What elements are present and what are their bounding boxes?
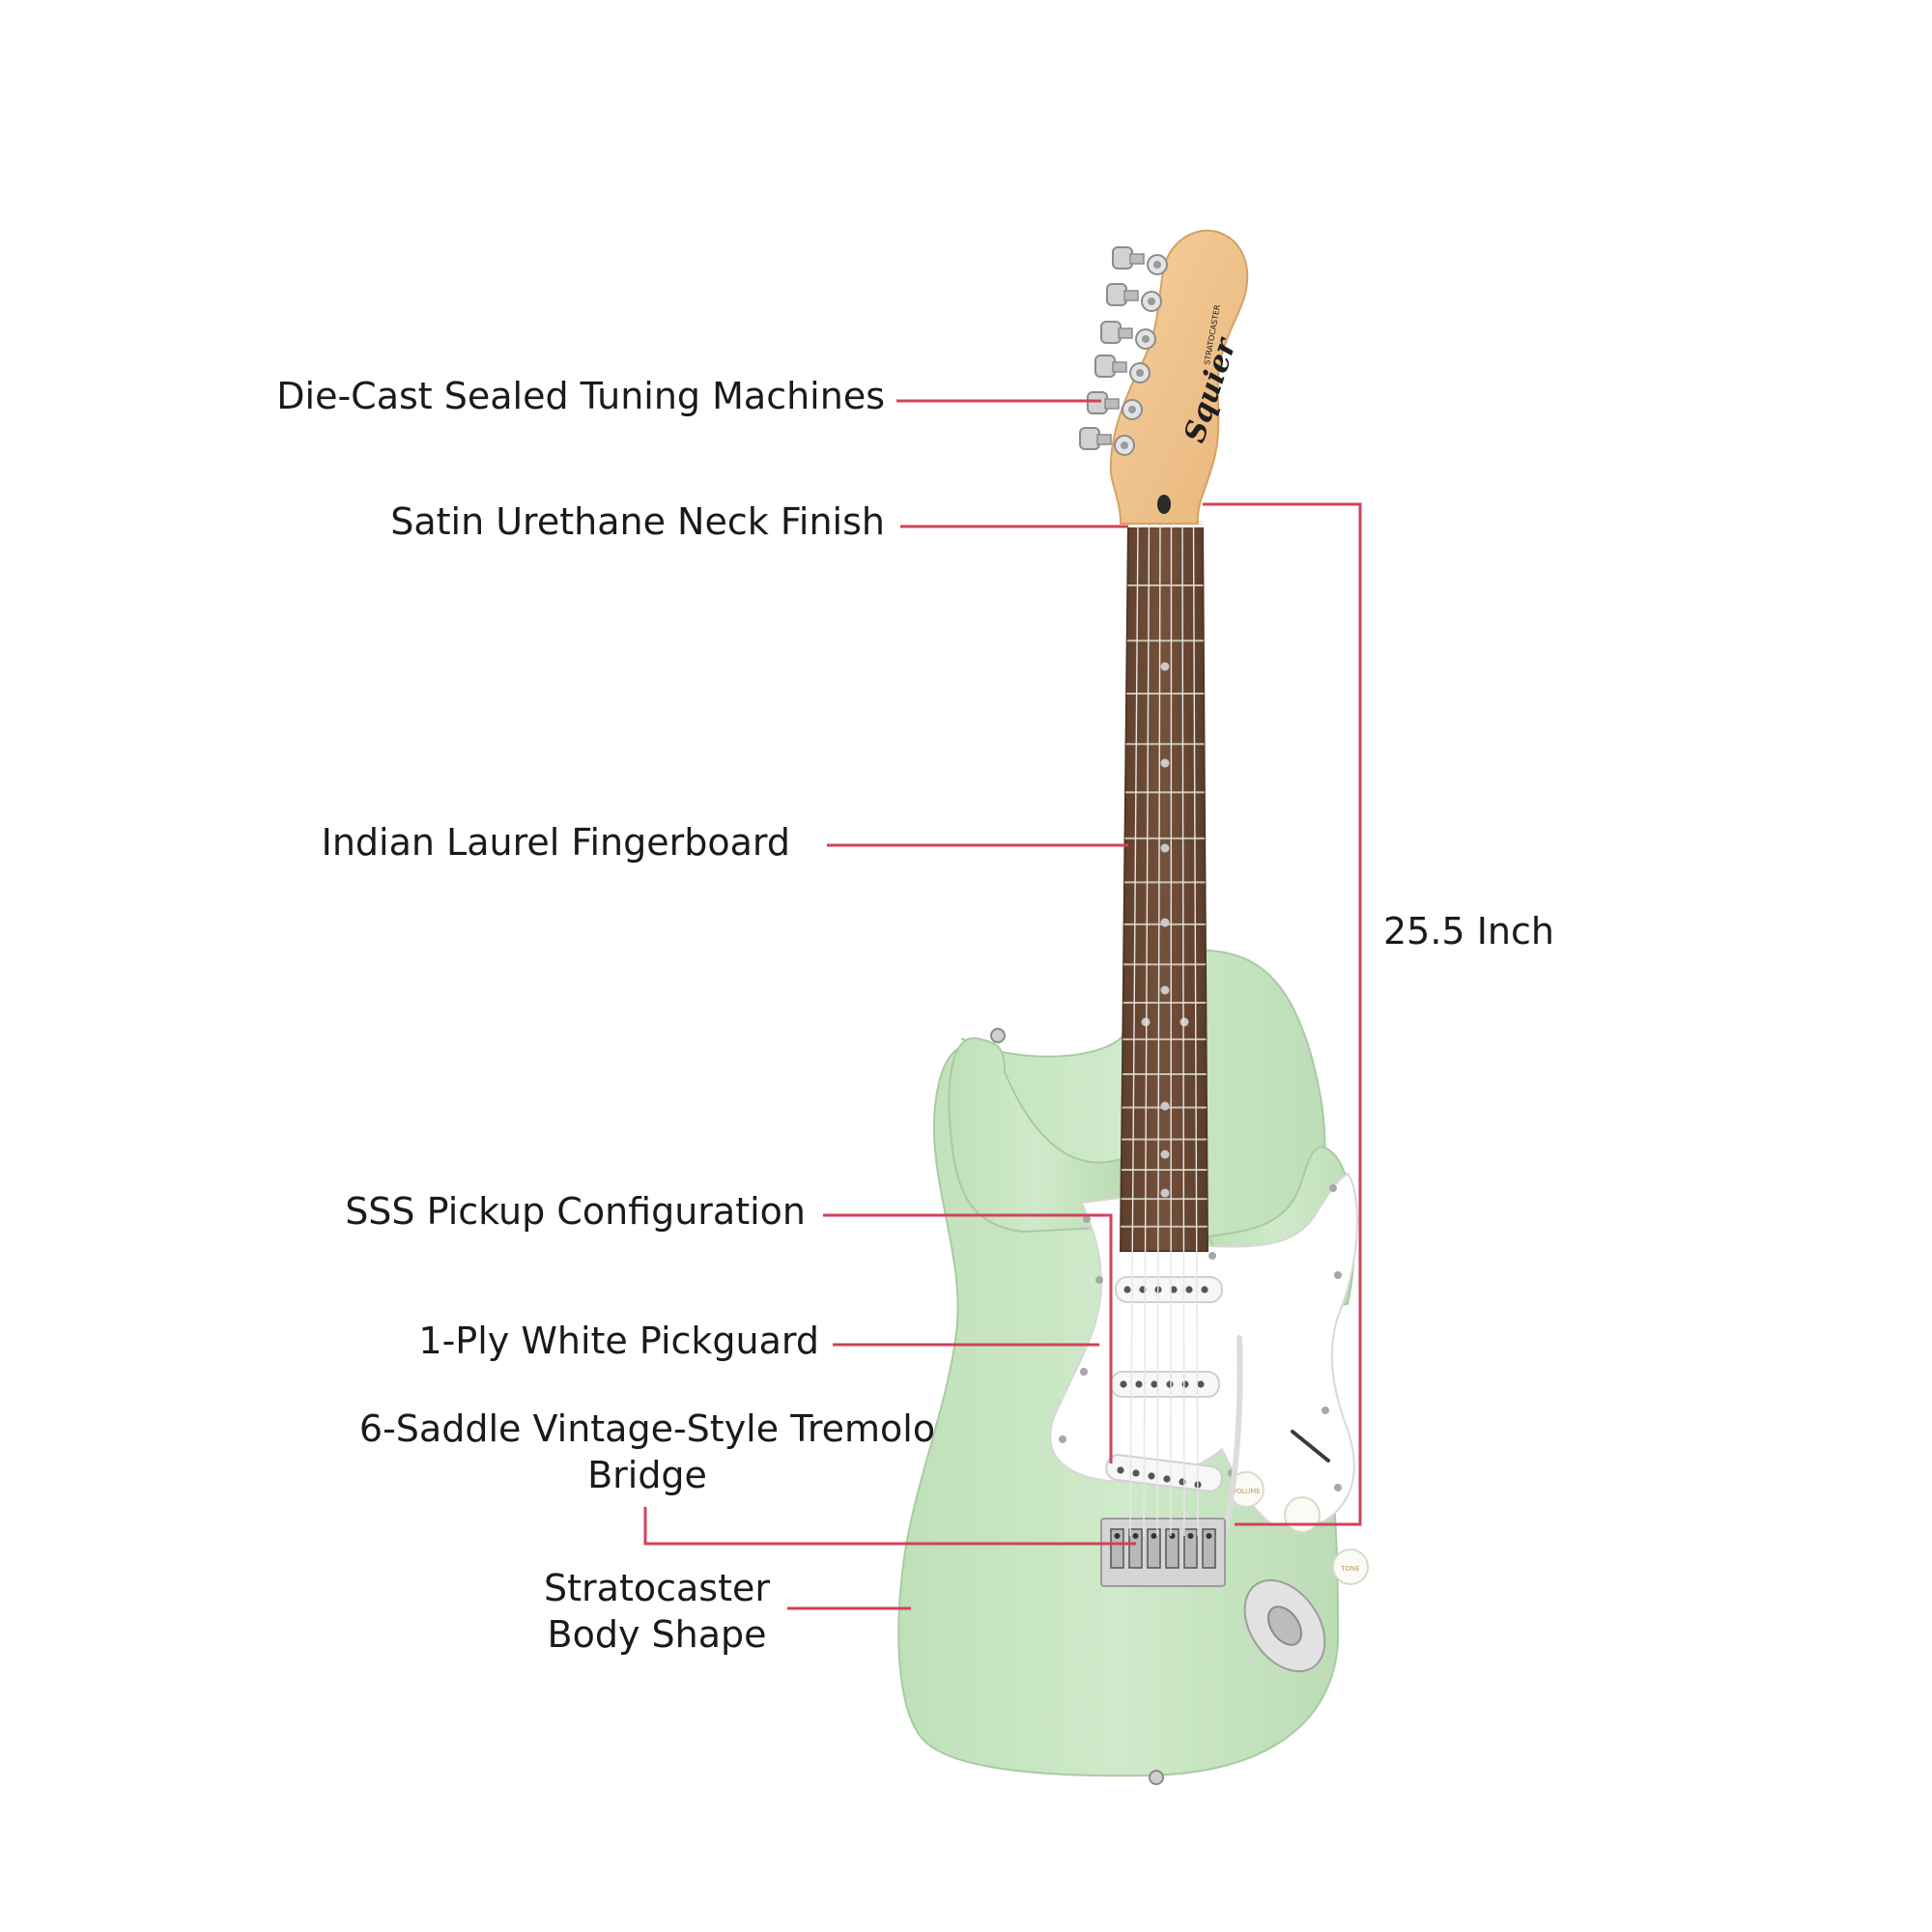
output-jack[interactable] <box>1262 1601 1308 1651</box>
pole-piece <box>1181 1380 1189 1388</box>
fret-marker <box>1160 662 1170 671</box>
tuner-button <box>1112 246 1133 270</box>
fret-marker <box>1160 918 1170 927</box>
callout-pickups: SSS Pickup Configuration <box>345 1190 806 1233</box>
callout-scale-length: 25.5 Inch <box>1383 910 1554 952</box>
fret-marker <box>1160 985 1170 995</box>
strap-button-bottom <box>1149 1770 1164 1785</box>
tuner-shaft <box>1104 398 1120 410</box>
saddle <box>1183 1528 1198 1569</box>
tuner-post-center <box>1148 298 1155 305</box>
callout-line-bridge <box>643 1507 1136 1546</box>
pole-piece <box>1166 1380 1174 1388</box>
callout-lines <box>643 399 1362 1610</box>
frets <box>1121 584 1208 1228</box>
pole-piece <box>1120 1380 1127 1388</box>
saddle <box>1202 1528 1216 1569</box>
pole-piece <box>1197 1380 1205 1388</box>
fret-markers <box>1141 662 1189 1198</box>
callout-body-line1: Stratocaster <box>544 1567 770 1609</box>
pole-piece <box>1117 1466 1124 1474</box>
string <box>1181 521 1185 1537</box>
pole-piece <box>1163 1475 1171 1483</box>
bridge-pickup <box>1105 1454 1223 1492</box>
callout-tuners: Die-Cast Sealed Tuning Machines <box>276 375 885 417</box>
string <box>1143 521 1151 1537</box>
tuner-button <box>1100 321 1122 344</box>
fret-marker <box>1160 1188 1170 1198</box>
tone-knob-1[interactable] <box>1284 1496 1321 1533</box>
tuner-shaft <box>1129 253 1145 265</box>
volume-knob[interactable] <box>1228 1471 1264 1508</box>
saddle-screw <box>1114 1533 1121 1539</box>
string <box>1129 521 1139 1537</box>
saddle <box>1165 1528 1179 1569</box>
tuning-machines[interactable] <box>1079 246 1168 456</box>
saddle <box>1147 1528 1161 1569</box>
tuner-shaft <box>1112 361 1127 373</box>
pole-piece <box>1170 1286 1178 1293</box>
callout-bridge-line2: Bridge <box>587 1454 707 1496</box>
strings <box>1129 521 1199 1537</box>
tuner-post-center <box>1153 261 1161 269</box>
pickup-selector-slot <box>1291 1430 1330 1463</box>
string <box>1170 521 1173 1537</box>
pole-piece <box>1185 1286 1193 1293</box>
fret-marker <box>1160 1150 1170 1159</box>
saddle <box>1128 1528 1143 1569</box>
tuner-post-center <box>1121 441 1128 449</box>
tuner-button <box>1079 427 1100 450</box>
pole-piece <box>1135 1380 1143 1388</box>
pole-piece <box>1132 1469 1140 1477</box>
callout-fingerboard: Indian Laurel Fingerboard <box>321 821 790 864</box>
saddle-screw <box>1206 1533 1212 1539</box>
saddle-screw <box>1187 1533 1194 1539</box>
tuner-shaft <box>1096 434 1112 445</box>
tuner-shaft <box>1118 327 1133 339</box>
tone-knob-text: TONE <box>1340 1565 1359 1573</box>
fret-marker <box>1179 1017 1189 1027</box>
pole-piece <box>1123 1286 1131 1293</box>
tuner-button <box>1106 283 1127 306</box>
tuner-shaft <box>1123 290 1139 301</box>
tuner-button <box>1094 355 1116 378</box>
pickup-pole-pieces <box>1117 1286 1208 1489</box>
pole-piece <box>1151 1380 1158 1388</box>
neck-pickup <box>1115 1276 1223 1303</box>
saddle <box>1110 1528 1124 1569</box>
tuner-post-center <box>1136 369 1144 377</box>
fret-marker <box>1160 843 1170 853</box>
tuner-post-center <box>1128 406 1136 413</box>
saddle-screw <box>1132 1533 1139 1539</box>
tremolo-arm[interactable] <box>1222 1335 1243 1534</box>
saddle-screw <box>1151 1533 1157 1539</box>
pole-piece <box>1201 1286 1208 1293</box>
pole-piece <box>1148 1472 1155 1480</box>
tuner-post-center <box>1142 335 1150 343</box>
callout-bridge-line1: 6-Saddle Vintage-Style Tremolo <box>358 1407 936 1450</box>
bridge-saddles <box>1110 1528 1216 1569</box>
tuner-button <box>1087 391 1108 414</box>
scale-length-bracket <box>1203 502 1362 1526</box>
tone-knob-2[interactable] <box>1332 1548 1369 1585</box>
string <box>1192 521 1199 1537</box>
volume-knob-text: VOLUME <box>1232 1488 1260 1495</box>
string <box>1156 521 1161 1537</box>
fret-marker <box>1141 1017 1151 1027</box>
headstock <box>1109 229 1249 525</box>
guitar-upper-horn <box>948 1037 1122 1234</box>
callout-pickguard: 1-Ply White Pickguard <box>418 1320 819 1362</box>
callout-line-pickups <box>823 1213 1113 1463</box>
truss-rod-nut <box>1157 495 1171 514</box>
fret-marker <box>1160 758 1170 768</box>
callout-neck-finish: Satin Urethane Neck Finish <box>390 500 885 543</box>
fret-marker <box>1160 1101 1170 1111</box>
callout-body-line2: Body Shape <box>547 1613 767 1656</box>
strap-button-top <box>990 1028 1006 1043</box>
